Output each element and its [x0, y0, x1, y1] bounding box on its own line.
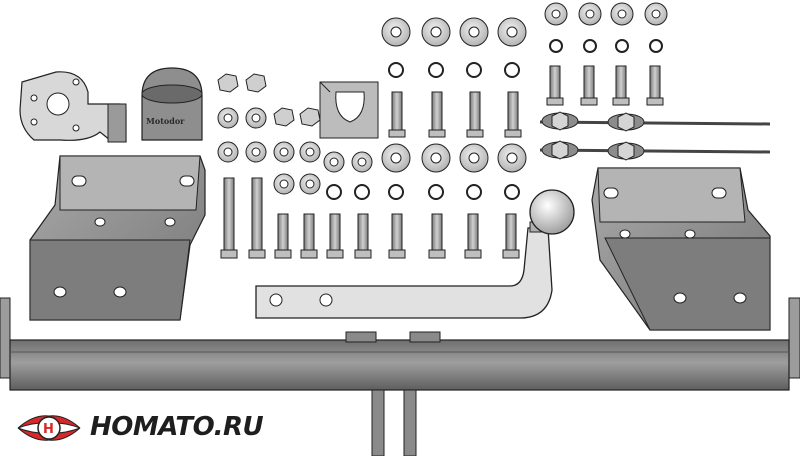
socket-cap: Motodor: [141, 67, 203, 141]
threaded-rod-bottom: [539, 140, 771, 161]
winged-logo-icon: H: [17, 415, 81, 441]
lock-washer-group: [326, 39, 663, 200]
homato-logo: H HOMATO.RU: [14, 408, 264, 448]
right-mounting-bracket: [591, 167, 771, 331]
crossbar: [0, 297, 800, 456]
small-bracket: [319, 81, 379, 139]
watermark-text: HOMATO.RU: [90, 412, 264, 442]
tow-ball-arm: [255, 189, 575, 319]
left-mounting-bracket: [29, 155, 206, 321]
threaded-rod-top: [539, 111, 771, 132]
washer-group: [217, 2, 668, 195]
bolt-group: [220, 65, 664, 259]
svg-text:H: H: [43, 422, 54, 437]
cap-brand-text: Motodor: [146, 116, 185, 126]
socket-mounting-plate: [19, 71, 127, 143]
nut-group: [217, 73, 321, 127]
